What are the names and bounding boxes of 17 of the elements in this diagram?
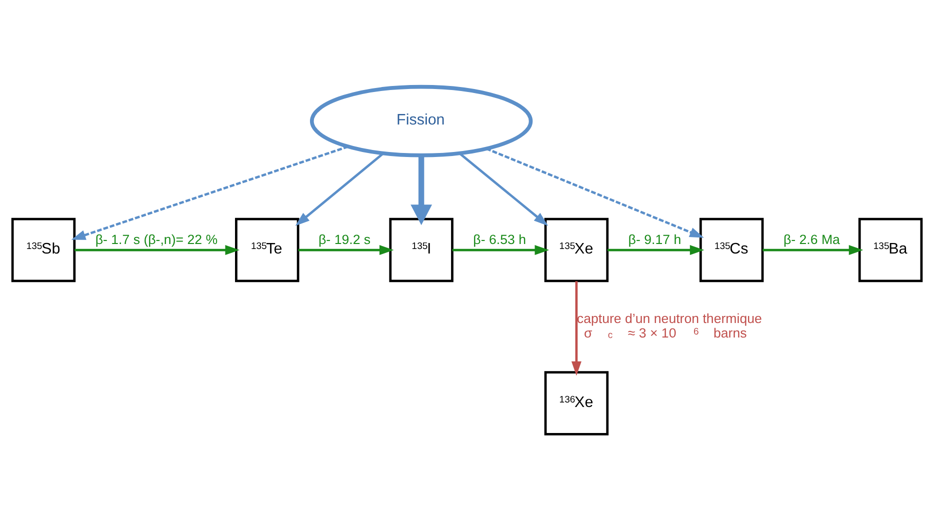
arrow — [74, 244, 240, 255]
arrow — [298, 244, 394, 255]
arrow — [486, 147, 704, 238]
arrow — [762, 244, 864, 255]
arrow — [295, 152, 384, 226]
arrow — [458, 152, 548, 226]
arrow — [452, 244, 550, 255]
edge-label: β- 2.6 Ma — [783, 232, 840, 247]
arrow — [607, 244, 704, 255]
edge-label: β- 1.7 s (β-,n)= 22 % — [95, 232, 218, 247]
edge-label: β- 9.17 h — [628, 232, 682, 247]
edge-label: β- 6.53 h — [473, 232, 526, 247]
arrow — [71, 145, 348, 240]
edge-label: β- 19.2 s — [318, 232, 371, 247]
arrow — [571, 280, 582, 376]
arrow — [410, 154, 432, 225]
node-ellipse: Fission — [310, 84, 533, 157]
